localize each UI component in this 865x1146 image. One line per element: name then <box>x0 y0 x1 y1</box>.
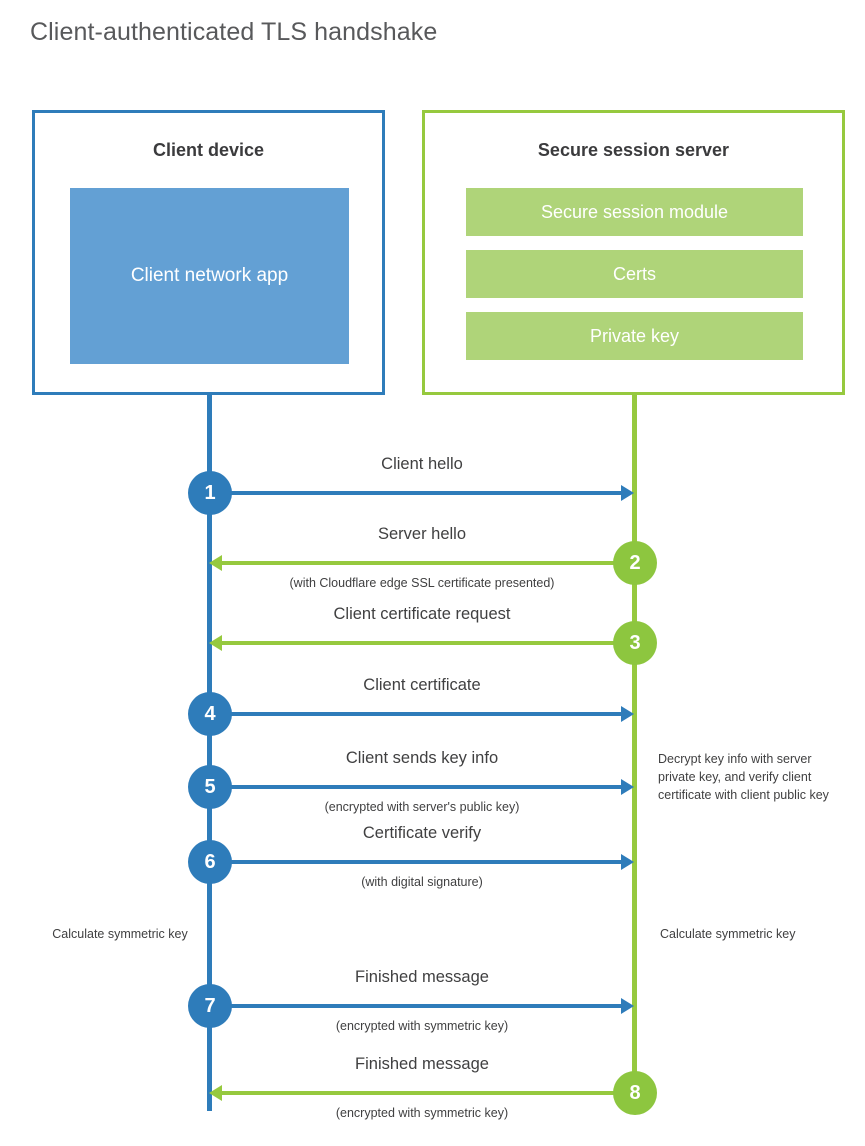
arrow-line-5 <box>209 785 621 789</box>
arrow-head-7 <box>621 998 634 1014</box>
client-lifeline <box>207 393 212 1111</box>
server-component-secure-session-module: Secure session module <box>466 188 803 236</box>
step-badge-8[interactable]: 8 <box>613 1071 657 1115</box>
note-decrypt-key-info: Decrypt key info with server private key… <box>658 752 829 803</box>
arrow-line-4 <box>209 712 621 716</box>
step-sublabel-7: (encrypted with symmetric key) <box>335 1019 509 1033</box>
step-label-1: Client hello <box>381 455 463 473</box>
server-component-private-key: Private key <box>466 312 803 360</box>
step-badge-3[interactable]: 3 <box>613 621 657 665</box>
step-sublabel-5: (encrypted with server's public key) <box>324 800 520 814</box>
secure-session-server-title: Secure session server <box>537 140 730 160</box>
client-network-app-box: Client network app <box>70 188 349 364</box>
step-sublabel-6: (with digital signature) <box>361 875 483 889</box>
arrow-line-1 <box>209 491 621 495</box>
arrow-line-6 <box>209 860 621 864</box>
arrow-head-6 <box>621 854 634 870</box>
arrow-line-8 <box>222 1091 634 1095</box>
step-sublabel-8: (encrypted with symmetric key) <box>335 1106 509 1120</box>
step-label-7: Finished message <box>355 968 489 986</box>
step-label-5: Client sends key info <box>345 749 499 767</box>
step-badge-2[interactable]: 2 <box>613 541 657 585</box>
step-label-8: Finished message <box>355 1055 489 1073</box>
client-device-box: Client device Client network app <box>32 110 385 395</box>
arrow-head-1 <box>621 485 634 501</box>
page-title: Client-authenticated TLS handshake <box>30 18 438 46</box>
arrow-head-4 <box>621 706 634 722</box>
server-lifeline <box>632 393 637 1096</box>
step-badge-1[interactable]: 1 <box>188 471 232 515</box>
arrow-line-3 <box>222 641 634 645</box>
arrow-head-5 <box>621 779 634 795</box>
server-component-certs: Certs <box>466 250 803 298</box>
arrow-head-3 <box>209 635 222 651</box>
step-badge-5[interactable]: 5 <box>188 765 232 809</box>
step-badge-7[interactable]: 7 <box>188 984 232 1028</box>
step-label-2: Server hello <box>377 525 467 543</box>
arrow-line-7 <box>209 1004 621 1008</box>
arrow-head-2 <box>209 555 222 571</box>
step-label-4: Client certificate <box>363 676 481 694</box>
step-label-3: Client certificate request <box>333 605 511 623</box>
step-label-6: Certificate verify <box>362 824 482 842</box>
arrow-head-8 <box>209 1085 222 1101</box>
arrow-line-2 <box>222 561 634 565</box>
client-device-title: Client device <box>152 140 265 160</box>
step-sublabel-2: (with Cloudflare edge SSL certificate pr… <box>289 576 555 590</box>
note-calculate-symmetric-key-server: Calculate symmetric key <box>660 927 796 941</box>
note-calculate-symmetric-key-client: Calculate symmetric key <box>52 927 188 941</box>
step-badge-6[interactable]: 6 <box>188 840 232 884</box>
step-badge-4[interactable]: 4 <box>188 692 232 736</box>
secure-session-server-box: Secure session server Secure session mod… <box>422 110 845 395</box>
